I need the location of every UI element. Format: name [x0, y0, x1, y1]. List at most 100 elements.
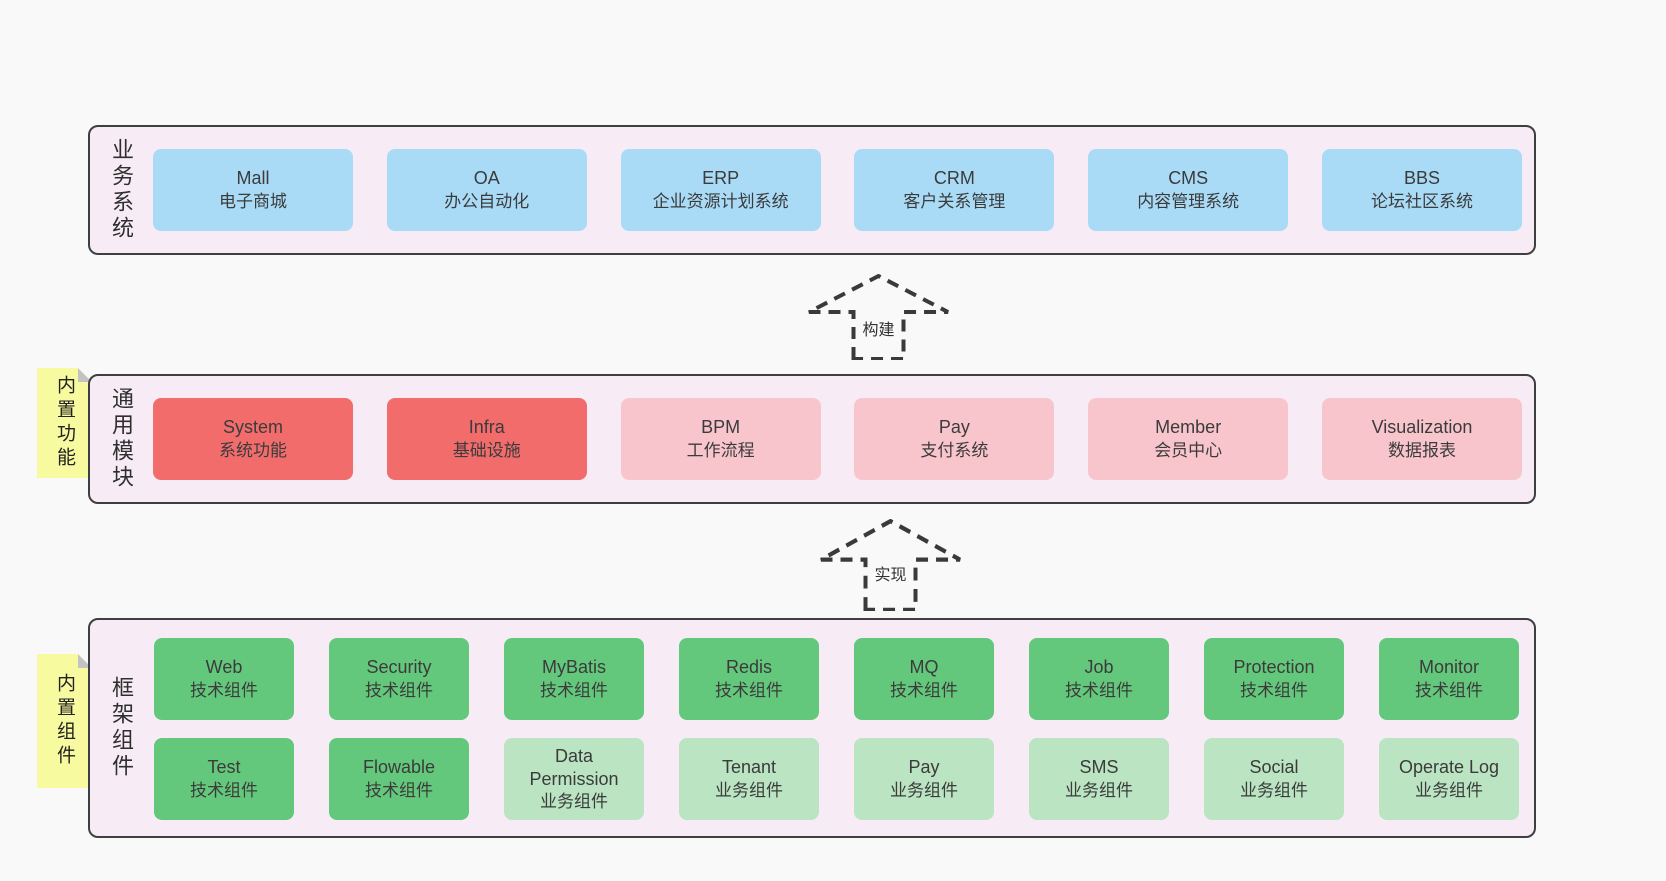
box-subtitle: 技术组件	[890, 680, 958, 700]
box-sms: SMS 业务组件	[1029, 738, 1169, 820]
box-pay: Pay 支付系统	[854, 398, 1055, 480]
layer-label-common-modules: 通用模块	[109, 387, 134, 491]
box-title: Operate Log	[1398, 757, 1500, 778]
box-mybatis: MyBatis 技术组件	[504, 638, 644, 720]
box-mq: MQ 技术组件	[854, 638, 994, 720]
box-operate-log: Operate Log 业务组件	[1379, 738, 1519, 820]
box-title: Redis	[725, 657, 773, 678]
box-subtitle: 办公自动化	[444, 191, 530, 211]
box-subtitle: 技术组件	[1240, 680, 1308, 700]
box-title: Job	[1084, 657, 1114, 678]
box-title: ERP	[702, 168, 740, 189]
sticky-note-label: 内置组件	[54, 673, 75, 769]
box-title: BPM	[701, 417, 741, 438]
box-title: Infra	[468, 417, 505, 438]
box-subtitle: 技术组件	[365, 780, 433, 800]
box-test: Test 技术组件	[154, 738, 294, 820]
sticky-note-builtin-features: 内置功能	[37, 368, 92, 478]
box-subtitle: 企业资源计划系统	[652, 191, 789, 211]
box-subtitle: 支付系统	[920, 440, 989, 460]
box-subtitle: 内容管理系统	[1137, 191, 1240, 211]
box-subtitle: 客户关系管理	[903, 191, 1006, 211]
box-redis: Redis 技术组件	[679, 638, 819, 720]
box-subtitle: 技术组件	[540, 680, 608, 700]
build-arrow: 构建	[807, 274, 950, 360]
box-title: Flowable	[362, 757, 436, 778]
arrow-label-build: 构建	[859, 316, 898, 340]
layer-framework-components: 框架组件 Web 技术组件 Security 技术组件 MyBatis 技术组件…	[88, 618, 1536, 838]
box-erp: ERP 企业资源计划系统	[620, 149, 821, 231]
box-title: BBS	[1403, 168, 1440, 189]
box-subtitle: 电子商城	[219, 191, 287, 211]
box-subtitle: 会员中心	[1154, 440, 1223, 460]
arrow-label-implement: 实现	[871, 561, 910, 585]
box-subtitle: 业务组件	[1065, 780, 1133, 800]
box-subtitle: 业务组件	[540, 792, 608, 812]
box-title: Member	[1155, 417, 1222, 438]
box-title: Social	[1249, 757, 1299, 778]
sticky-note-builtin-components: 内置组件	[37, 654, 92, 788]
box-subtitle: 系统功能	[219, 440, 287, 460]
box-infra: Infra 基础设施	[386, 398, 587, 480]
framework-components-row-1: Web 技术组件 Security 技术组件 MyBatis 技术组件 Redi…	[154, 638, 1519, 720]
framework-components-row-2: Test 技术组件 Flowable 技术组件 Data Permission …	[154, 738, 1519, 820]
box-subtitle: 业务组件	[715, 780, 783, 800]
implement-arrow: 实现	[819, 519, 962, 611]
business-systems-box-row: Mall 电子商城 OA 办公自动化 ERP 企业资源计划系统 CRM 客户关系…	[153, 127, 1522, 253]
box-subtitle: 技术组件	[715, 680, 783, 700]
box-subtitle: 数据报表	[1387, 440, 1456, 460]
box-system: System 系统功能	[153, 398, 353, 480]
box-title: CMS	[1168, 168, 1209, 189]
box-title: OA	[473, 168, 500, 189]
up-block-arrow-icon	[820, 519, 961, 611]
box-title: SMS	[1079, 757, 1119, 778]
box-subtitle: 工作流程	[686, 440, 755, 460]
box-title: Pay	[938, 417, 970, 438]
box-oa: OA 办公自动化	[386, 149, 587, 231]
box-subtitle: 业务组件	[1415, 780, 1483, 800]
box-title: Monitor	[1418, 657, 1480, 678]
box-subtitle: 技术组件	[1415, 680, 1483, 700]
box-subtitle: 技术组件	[190, 780, 258, 800]
box-title: Security	[366, 657, 432, 678]
box-job: Job 技术组件	[1029, 638, 1169, 720]
box-social: Social 业务组件	[1204, 738, 1344, 820]
box-title: Test	[207, 757, 241, 778]
up-block-arrow-icon	[808, 274, 949, 360]
box-subtitle: 基础设施	[452, 440, 521, 460]
box-title: Mall	[236, 168, 270, 189]
common-modules-box-row: System 系统功能 Infra 基础设施 BPM 工作流程 Pay 支付系统…	[153, 376, 1522, 502]
box-title: CRM	[933, 168, 975, 189]
box-member: Member 会员中心	[1088, 398, 1289, 480]
box-protection: Protection 技术组件	[1204, 638, 1344, 720]
box-subtitle: 业务组件	[890, 780, 958, 800]
box-subtitle: 技术组件	[365, 680, 433, 700]
framework-components-rows: Web 技术组件 Security 技术组件 MyBatis 技术组件 Redi…	[154, 638, 1519, 820]
layer-common-modules: 通用模块 System 系统功能 Infra 基础设施 BPM 工作流程 Pay…	[88, 374, 1536, 504]
box-monitor: Monitor 技术组件	[1379, 638, 1519, 720]
box-bbs: BBS 论坛社区系统	[1321, 149, 1522, 231]
box-title: Protection	[1233, 657, 1315, 678]
box-flowable: Flowable 技术组件	[329, 738, 469, 820]
box-title: Visualization	[1371, 417, 1473, 438]
box-title: Data Permission	[529, 745, 619, 789]
sticky-note-label: 内置功能	[54, 375, 75, 471]
box-title: System	[222, 417, 283, 438]
box-bpm: BPM 工作流程	[620, 398, 821, 480]
box-title: MyBatis	[541, 657, 606, 678]
box-crm: CRM 客户关系管理	[854, 149, 1055, 231]
box-title: Tenant	[721, 757, 777, 778]
box-mall: Mall 电子商城	[153, 149, 353, 231]
box-subtitle: 业务组件	[1240, 780, 1308, 800]
box-security: Security 技术组件	[329, 638, 469, 720]
box-pay-business: Pay 业务组件	[854, 738, 994, 820]
box-tenant: Tenant 业务组件	[679, 738, 819, 820]
box-subtitle: 论坛社区系统	[1370, 191, 1473, 211]
box-title: Web	[205, 657, 243, 678]
box-title: Pay	[908, 757, 940, 778]
box-visualization: Visualization 数据报表	[1321, 398, 1522, 480]
box-web: Web 技术组件	[154, 638, 294, 720]
box-data-permission: Data Permission 业务组件	[504, 738, 644, 820]
box-subtitle: 技术组件	[190, 680, 258, 700]
